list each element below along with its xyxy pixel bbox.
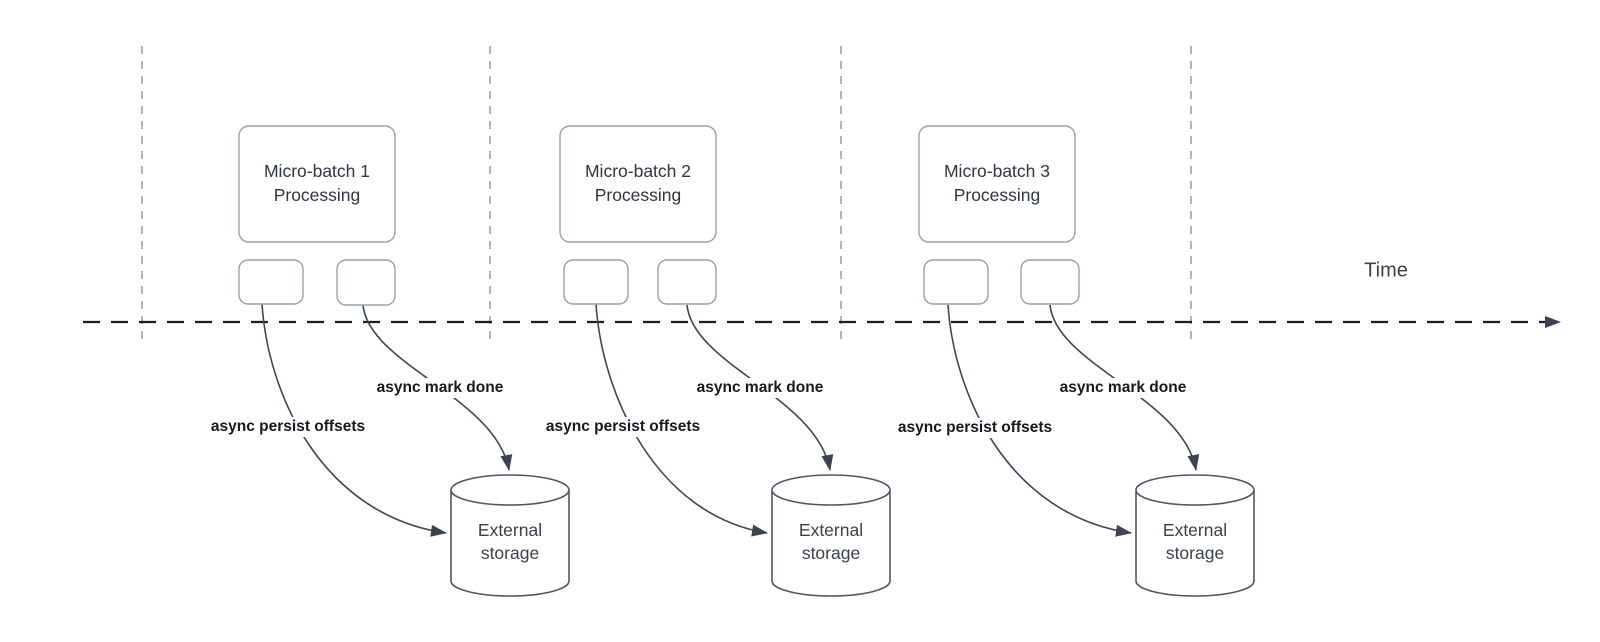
persist-offsets-arrow-3 <box>947 304 1132 537</box>
mark-done-arrow-2 <box>686 304 834 471</box>
external-storage-cylinder-3 <box>1135 474 1255 597</box>
micro-batch-1-box <box>238 125 396 243</box>
micro-batch-3-box <box>918 125 1076 243</box>
micro-batch-2-box <box>559 125 717 243</box>
persist-offsets-node-3 <box>923 259 989 305</box>
external-storage-cylinder-2 <box>771 474 891 597</box>
mark-done-node-2 <box>657 259 717 305</box>
mark-done-arrow-1 <box>362 304 513 471</box>
persist-offsets-arrow-2 <box>595 303 768 537</box>
mark-done-arrow-3 <box>1049 304 1200 471</box>
persist-offsets-node-1 <box>238 259 304 305</box>
persist-offsets-node-2 <box>563 259 629 305</box>
mark-done-node-1 <box>336 259 396 306</box>
batch-2-group <box>559 125 891 597</box>
mark-done-node-3 <box>1020 259 1080 305</box>
batch-1-group <box>238 125 570 597</box>
batch-3-group <box>918 125 1255 597</box>
persist-offsets-arrow-1 <box>261 303 447 537</box>
external-storage-cylinder-1 <box>450 474 570 597</box>
